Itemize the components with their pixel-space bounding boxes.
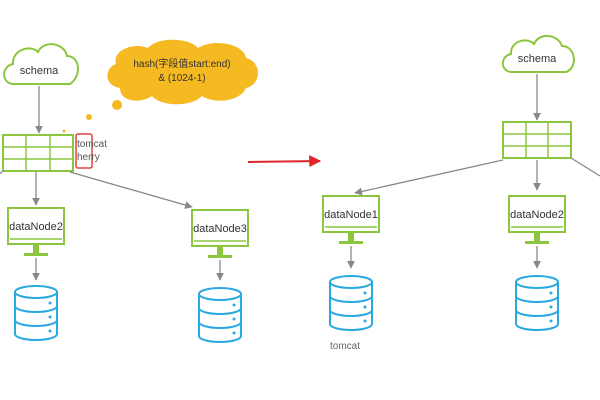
red-arrow-icon [247, 155, 322, 168]
connector-line [0, 170, 4, 175]
database-icon [515, 275, 559, 331]
monitor-icon [322, 195, 380, 244]
datanode-label: dataNode1 [324, 209, 378, 221]
datanode-label: dataNode3 [193, 223, 247, 235]
thought-bubble-icon [86, 39, 258, 120]
database-icon [14, 285, 58, 341]
database-icon [198, 287, 242, 343]
side-label-tomcat: tomcat [77, 139, 108, 150]
hash-note-line2: & (1024-1) [158, 73, 206, 84]
db-label-tomcat: tomcat [330, 341, 361, 352]
schema-label: schema [517, 53, 557, 65]
connector-arrow [354, 159, 504, 196]
cloud-icon [501, 35, 575, 73]
connector-line [570, 157, 600, 177]
datanode-label: dataNode2 [9, 221, 63, 233]
table-grid-icon [502, 121, 572, 159]
cloud-icon [3, 43, 79, 85]
monitor-icon [191, 209, 249, 258]
monitor-icon [508, 195, 566, 244]
database-icon [329, 275, 373, 331]
schema-label: schema [19, 65, 59, 77]
connector-arrow [69, 171, 193, 209]
side-label-herry: herry [77, 152, 100, 163]
hash-note-line1: hash(字段值start:end) [133, 59, 231, 70]
small-dot [62, 129, 66, 133]
monitor-icon [7, 207, 65, 256]
datanode-label: dataNode2 [510, 209, 564, 221]
highlight-box [75, 133, 93, 169]
table-grid-icon [2, 134, 74, 172]
